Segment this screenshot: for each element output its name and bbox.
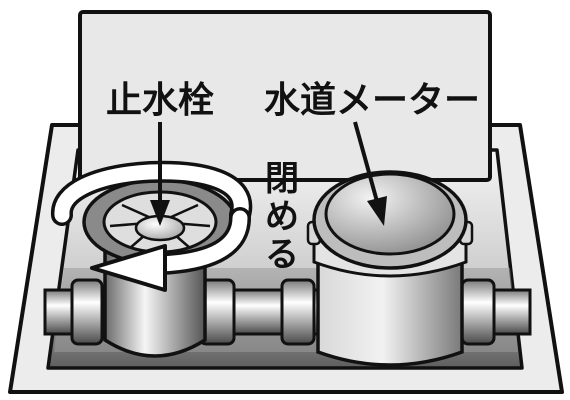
water-meter-pointer-head xyxy=(367,196,387,226)
pointer-lines xyxy=(150,121,387,226)
pipe-nut-4 xyxy=(460,278,496,346)
stop-valve-label: 止水栓 xyxy=(106,80,214,121)
rotation-arrow-back-fill xyxy=(54,164,249,223)
close-char-3: る xyxy=(265,235,299,275)
water-meter-lid xyxy=(324,172,456,256)
close-rotation-arrow-icon xyxy=(51,160,253,292)
pipe-nut-3 xyxy=(280,278,316,346)
close-char-2: め xyxy=(265,197,299,237)
close-char-1: 閉 xyxy=(265,159,299,199)
water-meter-pointer xyxy=(353,121,380,206)
water-meter-label: 水道メーター xyxy=(264,80,480,121)
rotation-arrow-front-fill xyxy=(152,210,248,272)
pipe-nut-1 xyxy=(70,278,104,346)
stop-valve-pointer-head xyxy=(150,200,170,226)
water-meter xyxy=(306,170,474,367)
close-instruction-label: 閉 め る xyxy=(265,159,299,275)
rotation-arrow-head xyxy=(90,244,167,292)
lid-panel xyxy=(78,10,492,182)
